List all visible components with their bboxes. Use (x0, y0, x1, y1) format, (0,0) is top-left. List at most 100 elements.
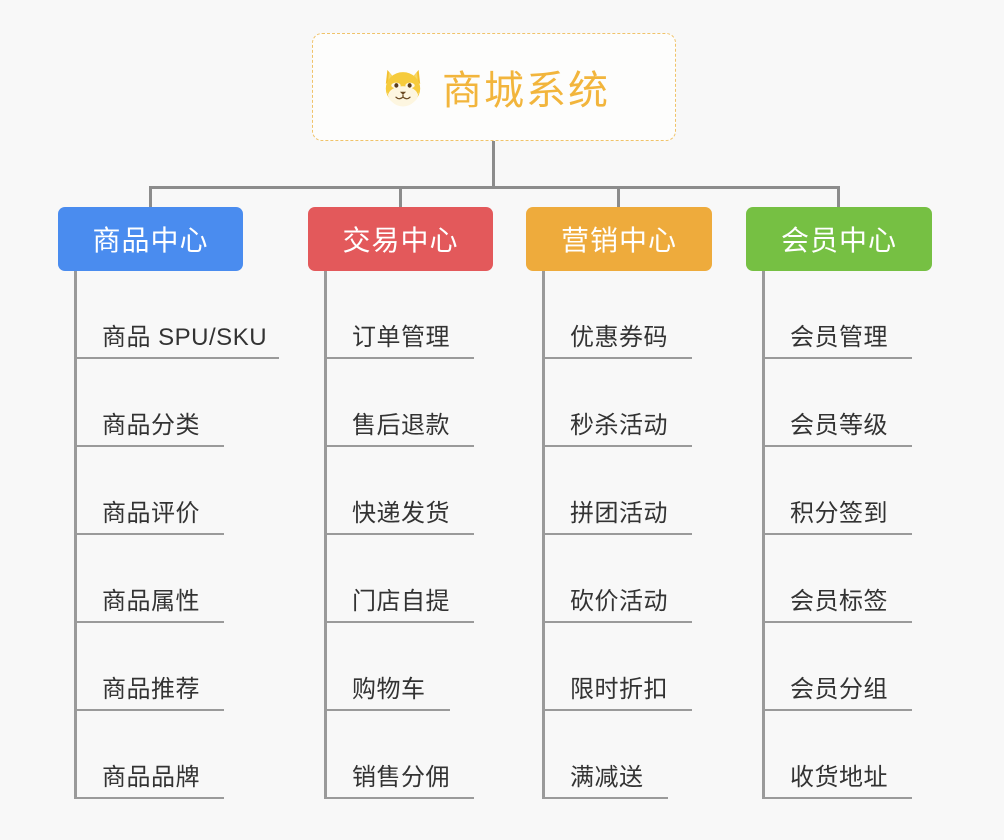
leaf-rule (542, 445, 692, 447)
leaf-rule (762, 533, 912, 535)
connector-drop-trade (399, 186, 402, 208)
leaf-label: 订单管理 (352, 324, 450, 351)
leaf-rule (542, 533, 692, 535)
leaf-label: 商品评价 (102, 500, 200, 527)
leaf-label: 商品品牌 (102, 764, 200, 791)
leaf-rule (542, 709, 692, 711)
leaf-rule (324, 621, 474, 623)
leaf-rule (324, 357, 474, 359)
branch-member: 会员中心 会员管理 会员等级 积分签到 会员标签 会员分组 (746, 207, 996, 799)
connector-drop-marketing (617, 186, 620, 208)
leaf-spine (542, 271, 545, 799)
leaf-label: 门店自提 (352, 588, 450, 615)
category-label: 商品中心 (92, 225, 209, 256)
leaf-item[interactable]: 商品评价 (74, 447, 328, 535)
leaf-item[interactable]: 销售分佣 (324, 711, 558, 799)
leaf-rule (74, 709, 224, 711)
leaf-label: 商品推荐 (102, 676, 200, 703)
connector-bus (149, 186, 840, 189)
leaf-item[interactable]: 优惠券码 (542, 271, 776, 359)
leaf-label: 售后退款 (352, 412, 450, 439)
leaf-rule (324, 533, 474, 535)
leaf-item[interactable]: 商品 SPU/SKU (74, 271, 328, 359)
leaf-item[interactable]: 会员分组 (762, 623, 996, 711)
leaf-item[interactable]: 快递发货 (324, 447, 558, 535)
leaf-item[interactable]: 商品分类 (74, 359, 328, 447)
category-header-product[interactable]: 商品中心 (58, 207, 243, 271)
connector-drop-member (837, 186, 840, 208)
leaf-label: 秒杀活动 (570, 412, 668, 439)
leaf-item[interactable]: 会员标签 (762, 535, 996, 623)
leaf-item[interactable]: 秒杀活动 (542, 359, 776, 447)
leaf-rule (74, 621, 224, 623)
leaf-rule (74, 797, 224, 799)
leaf-rule (762, 621, 912, 623)
leaf-label: 积分签到 (790, 500, 888, 527)
leaf-label: 砍价活动 (570, 588, 668, 615)
leaf-label: 收货地址 (790, 764, 888, 791)
leaf-item[interactable]: 积分签到 (762, 447, 996, 535)
leaf-item[interactable]: 购物车 (324, 623, 558, 711)
leaf-item[interactable]: 满减送 (542, 711, 776, 799)
leaf-rule (74, 357, 279, 359)
leaf-label: 会员等级 (790, 412, 888, 439)
leaf-label: 快递发货 (352, 500, 450, 527)
leaf-label: 会员标签 (790, 588, 888, 615)
category-header-marketing[interactable]: 营销中心 (526, 207, 712, 271)
leaf-rule (762, 445, 912, 447)
connector-drop-product (149, 186, 152, 208)
leaf-list-marketing: 优惠券码 秒杀活动 拼团活动 砍价活动 限时折扣 满减送 (526, 271, 776, 799)
leaf-rule (324, 797, 474, 799)
shiba-dog-face-icon (378, 62, 428, 112)
branch-product: 商品中心 商品 SPU/SKU 商品分类 商品评价 商品属性 商品推荐 (58, 207, 328, 799)
leaf-rule (324, 445, 474, 447)
leaf-label: 销售分佣 (352, 764, 450, 791)
leaf-list-product: 商品 SPU/SKU 商品分类 商品评价 商品属性 商品推荐 商品品牌 (58, 271, 328, 799)
leaf-item[interactable]: 订单管理 (324, 271, 558, 359)
leaf-item[interactable]: 商品推荐 (74, 623, 328, 711)
leaf-label: 会员管理 (790, 324, 888, 351)
root-node[interactable]: 商城系统 (312, 33, 676, 141)
branch-trade: 交易中心 订单管理 售后退款 快递发货 门店自提 购物车 (308, 207, 558, 799)
leaf-item[interactable]: 商品品牌 (74, 711, 328, 799)
category-label: 会员中心 (780, 225, 897, 256)
root-label: 商城系统 (442, 69, 610, 113)
leaf-label: 商品分类 (102, 412, 200, 439)
leaf-rule (762, 357, 912, 359)
leaf-rule (542, 797, 668, 799)
leaf-label: 优惠券码 (570, 324, 668, 351)
leaf-label: 商品属性 (102, 588, 200, 615)
leaf-label: 商品 SPU/SKU (102, 324, 268, 351)
branch-marketing: 营销中心 优惠券码 秒杀活动 拼团活动 砍价活动 限时折扣 (526, 207, 776, 799)
leaf-spine (74, 271, 77, 799)
leaf-item[interactable]: 限时折扣 (542, 623, 776, 711)
leaf-rule (324, 709, 450, 711)
leaf-label: 满减送 (570, 764, 644, 791)
leaf-rule (74, 533, 224, 535)
leaf-label: 会员分组 (790, 676, 888, 703)
leaf-item[interactable]: 砍价活动 (542, 535, 776, 623)
category-header-member[interactable]: 会员中心 (746, 207, 932, 271)
leaf-rule (762, 797, 912, 799)
leaf-label: 拼团活动 (570, 500, 668, 527)
leaf-label: 购物车 (352, 676, 426, 703)
leaf-spine (762, 271, 765, 799)
leaf-rule (74, 445, 224, 447)
leaf-rule (542, 357, 692, 359)
category-label: 交易中心 (342, 225, 459, 256)
category-header-trade[interactable]: 交易中心 (308, 207, 493, 271)
leaf-label: 限时折扣 (570, 676, 668, 703)
leaf-item[interactable]: 商品属性 (74, 535, 328, 623)
leaf-list-member: 会员管理 会员等级 积分签到 会员标签 会员分组 收货地址 (746, 271, 996, 799)
leaf-item[interactable]: 收货地址 (762, 711, 996, 799)
leaf-spine (324, 271, 327, 799)
connector-trunk (492, 141, 495, 187)
leaf-item[interactable]: 门店自提 (324, 535, 558, 623)
leaf-item[interactable]: 拼团活动 (542, 447, 776, 535)
leaf-item[interactable]: 售后退款 (324, 359, 558, 447)
leaf-item[interactable]: 会员管理 (762, 271, 996, 359)
leaf-item[interactable]: 会员等级 (762, 359, 996, 447)
category-label: 营销中心 (560, 225, 677, 256)
leaf-rule (762, 709, 912, 711)
